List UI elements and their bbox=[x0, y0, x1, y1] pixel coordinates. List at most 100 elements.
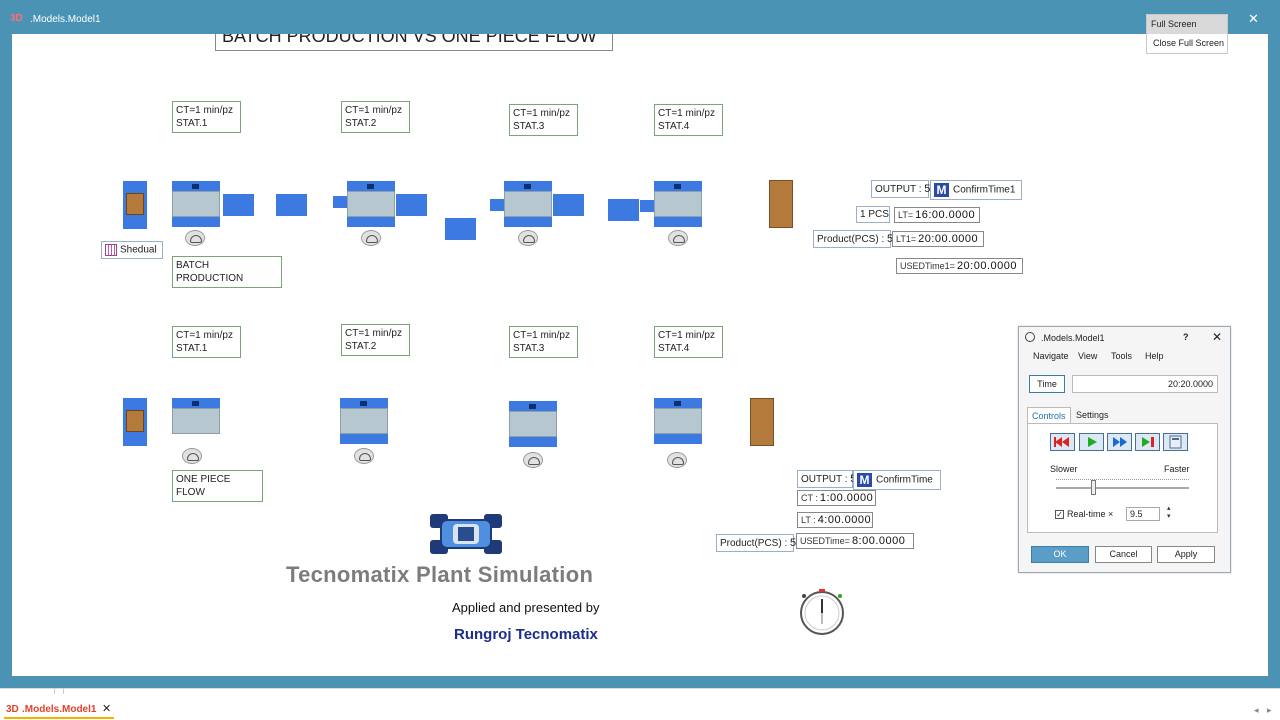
realtime-spinner-icon[interactable]: ▴▾ bbox=[1167, 505, 1171, 520]
menu-navigate[interactable]: Navigate bbox=[1033, 351, 1069, 361]
realtime-factor-input[interactable]: 9.5 bbox=[1126, 507, 1160, 521]
flow-lt-value: 4:00.0000 bbox=[817, 514, 872, 526]
flow-ct: CT :1:00.0000 bbox=[797, 490, 876, 506]
one-piece-flow-label: ONE PIECE FLOW bbox=[172, 470, 263, 502]
menu-view[interactable]: View bbox=[1078, 351, 1098, 361]
batch-station-1[interactable] bbox=[172, 181, 220, 227]
worker-icon[interactable] bbox=[361, 230, 381, 246]
worker-icon[interactable] bbox=[668, 230, 688, 246]
flow-drain[interactable] bbox=[750, 398, 774, 446]
batch-usedtime: USEDTime1=20:00.0000 bbox=[896, 258, 1023, 274]
batch-production-label: BATCH PRODUCTION bbox=[172, 256, 282, 288]
batch-station-3-label[interactable]: CT=1 min/pz STAT.3 bbox=[509, 104, 578, 136]
batch-lt: LT=16:00.0000 bbox=[894, 207, 980, 223]
tab-controls[interactable]: Controls bbox=[1027, 407, 1071, 424]
flow-source[interactable] bbox=[123, 398, 147, 446]
batch-station-4[interactable] bbox=[654, 181, 702, 227]
batch-buffer-2[interactable] bbox=[276, 194, 307, 216]
batch-drain[interactable] bbox=[769, 180, 793, 228]
worker-icon[interactable] bbox=[185, 230, 205, 246]
time-button[interactable]: Time bbox=[1029, 375, 1065, 393]
full-screen-item[interactable]: Full Screen bbox=[1147, 15, 1227, 34]
batch-buffer-3[interactable] bbox=[333, 196, 347, 208]
batch-usedtime-value: 20:00.0000 bbox=[956, 260, 1017, 272]
batch-lt-value: 16:00.0000 bbox=[915, 209, 976, 221]
batch-buffer-8[interactable] bbox=[608, 199, 639, 221]
flow-station-2-ct: CT=1 min/pz bbox=[345, 328, 402, 339]
flow-station-1[interactable] bbox=[172, 398, 220, 444]
flow-station-3[interactable] bbox=[509, 401, 557, 447]
shedual-method[interactable]: Shedual bbox=[101, 241, 163, 259]
calculator-button[interactable] bbox=[1163, 433, 1188, 451]
cancel-button[interactable]: Cancel bbox=[1095, 546, 1152, 563]
flow-ct-value: 1:00.0000 bbox=[819, 492, 874, 504]
fullscreen-menu: Full Screen Close Full Screen bbox=[1146, 14, 1228, 54]
faster-label: Faster bbox=[1164, 464, 1190, 474]
realtime-checkbox[interactable]: ✓ bbox=[1055, 510, 1064, 520]
shedual-label: Shedual bbox=[120, 244, 157, 256]
batch-buffer-9[interactable] bbox=[640, 200, 654, 212]
scroll-left-icon[interactable]: ◂ bbox=[1254, 705, 1259, 715]
step-button[interactable] bbox=[1107, 433, 1132, 451]
flow-station-1-ct: CT=1 min/pz bbox=[176, 330, 233, 341]
worker-icon[interactable] bbox=[518, 230, 538, 246]
menu-help[interactable]: Help bbox=[1145, 351, 1164, 361]
flow-station-2[interactable] bbox=[340, 398, 388, 444]
worker-icon[interactable] bbox=[182, 448, 202, 464]
batch-buffer-4[interactable] bbox=[396, 194, 427, 216]
batch-buffer-7[interactable] bbox=[553, 194, 584, 216]
speed-slider[interactable] bbox=[1056, 487, 1189, 489]
run-to-end-button[interactable] bbox=[1135, 433, 1160, 451]
batch-station-4-label[interactable]: CT=1 min/pz STAT.4 bbox=[654, 104, 723, 136]
flow-station-3-label[interactable]: CT=1 min/pz STAT.3 bbox=[509, 326, 578, 358]
model-tab[interactable]: .Models.Model1 bbox=[22, 704, 97, 715]
batch-source[interactable] bbox=[123, 181, 147, 229]
confirm-time-label: ConfirmTime bbox=[876, 474, 933, 486]
flow-station-1-label[interactable]: CT=1 min/pz STAT.1 bbox=[172, 326, 241, 358]
close-full-screen-item[interactable]: Close Full Screen bbox=[1147, 34, 1227, 53]
batch-station-2-label[interactable]: CT=1 min/pz STAT.2 bbox=[341, 101, 410, 133]
window-titlebar: 3D .Models.Model1 ✕ bbox=[0, 0, 1280, 34]
apply-button[interactable]: Apply bbox=[1157, 546, 1215, 563]
worker-icon[interactable] bbox=[667, 452, 687, 468]
start-button[interactable] bbox=[1079, 433, 1104, 451]
worker-icon[interactable] bbox=[523, 452, 543, 468]
tab-close-icon[interactable]: ✕ bbox=[102, 703, 112, 715]
flow-station-4[interactable] bbox=[654, 398, 702, 444]
event-controller-dialog: .Models.Model1 ? ✕ Navigate View Tools H… bbox=[1018, 326, 1231, 573]
tab-settings[interactable]: Settings bbox=[1076, 410, 1109, 420]
batch-station-3-name: STAT.3 bbox=[513, 121, 545, 132]
event-controller-clock-icon[interactable] bbox=[798, 588, 846, 636]
flow-station-4-label[interactable]: CT=1 min/pz STAT.4 bbox=[654, 326, 723, 358]
time-field[interactable]: 20:20.0000 bbox=[1072, 375, 1218, 393]
batch-station-3[interactable] bbox=[504, 181, 552, 227]
bottom-tab-strip: 3D .Models.Model1 ✕ ◂ ▸ bbox=[0, 688, 1280, 720]
batch-buffer-5[interactable] bbox=[445, 218, 476, 240]
window-close-icon[interactable]: ✕ bbox=[1248, 11, 1259, 26]
reset-button[interactable] bbox=[1050, 433, 1075, 451]
batch-station-1-label[interactable]: CT=1 min/pz STAT.1 bbox=[172, 101, 241, 133]
batch-station-1-name: STAT.1 bbox=[176, 118, 208, 129]
menu-tools[interactable]: Tools bbox=[1111, 351, 1133, 361]
dialog-close-icon[interactable]: ✕ bbox=[1212, 330, 1223, 344]
flow-lt: LT :4:00.0000 bbox=[797, 512, 873, 528]
window-3d-icon: 3D bbox=[10, 13, 23, 24]
model-title: BATCH PRODUCTION VS ONE PIECE FLOW bbox=[215, 34, 613, 51]
ok-button[interactable]: OK bbox=[1031, 546, 1089, 563]
flow-ct-label: CT : bbox=[801, 493, 818, 503]
help-icon[interactable]: ? bbox=[1183, 332, 1189, 342]
batch-buffer-1[interactable] bbox=[223, 194, 254, 216]
speed-slider-thumb[interactable] bbox=[1091, 480, 1097, 495]
batch-station-2[interactable] bbox=[347, 181, 395, 227]
worker-icon[interactable] bbox=[354, 448, 374, 464]
flow-station-2-label[interactable]: CT=1 min/pz STAT.2 bbox=[341, 324, 410, 356]
scroll-right-icon[interactable]: ▸ bbox=[1267, 705, 1272, 715]
table-icon bbox=[105, 244, 117, 256]
author-text: Rungroj Tecnomatix bbox=[454, 626, 598, 643]
batch-buffer-6[interactable] bbox=[490, 199, 504, 211]
dialog-title: .Models.Model1 bbox=[1041, 333, 1105, 343]
batch-lt1-label: LT1= bbox=[896, 234, 917, 244]
